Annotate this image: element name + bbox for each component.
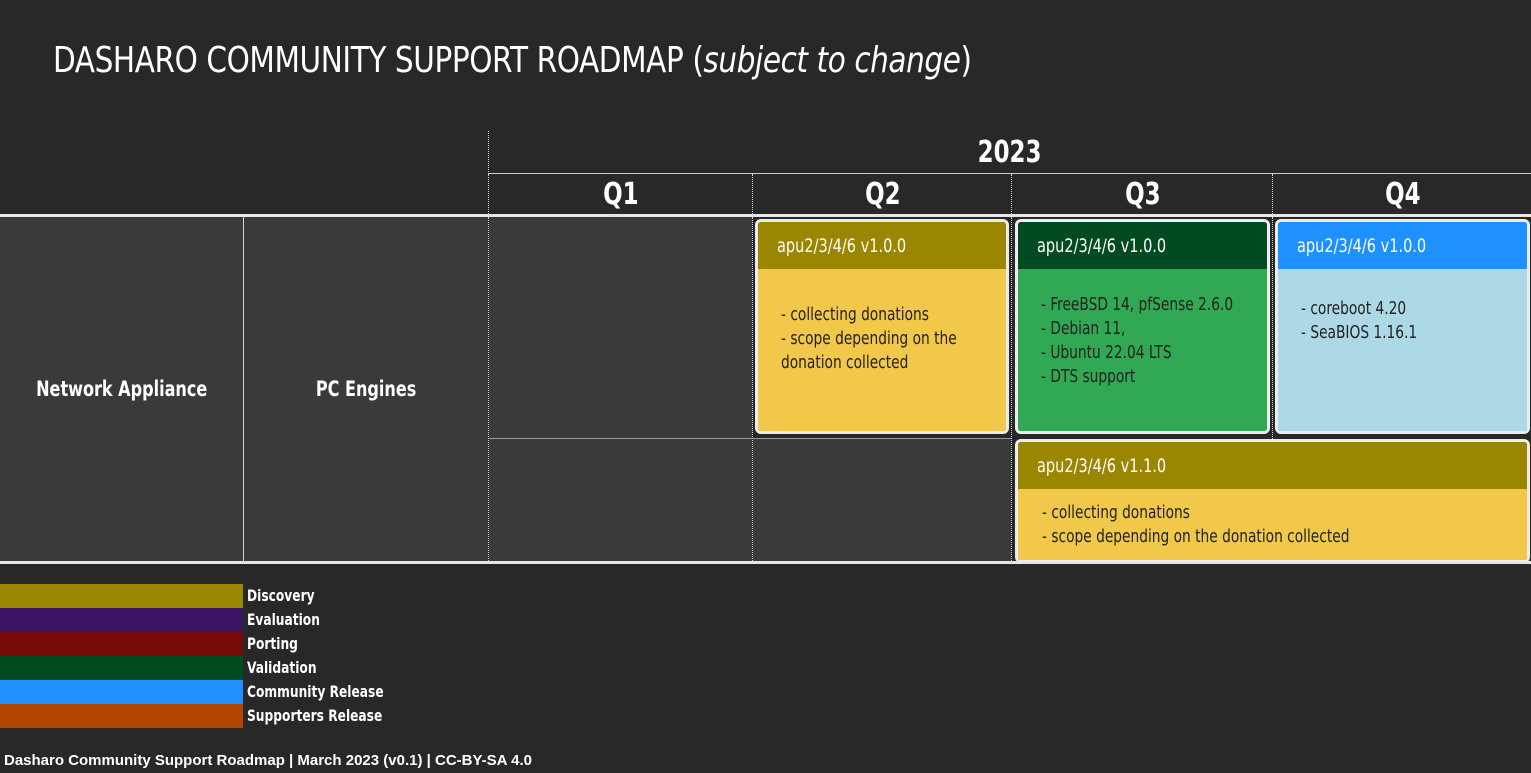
legend-label-validation: Validation	[247, 658, 317, 677]
grid-divider-q3	[1011, 217, 1012, 561]
legend-label-evaluation: Evaluation	[247, 610, 320, 629]
roadmap-card-q4-v100[interactable]: apu2/3/4/6 v1.0.0 - coreboot 4.20 - SeaB…	[1275, 219, 1530, 434]
legend-swatch-community-release	[0, 680, 243, 704]
legend-swatch-supporters-release	[0, 704, 243, 728]
grid-cell-q1-top	[489, 217, 752, 438]
year-header: 2023	[488, 131, 1531, 174]
grid-cell-q1-bottom	[489, 439, 752, 561]
grid-divider-q1	[488, 217, 489, 561]
legend-swatch-discovery	[0, 584, 243, 608]
legend-label-supporters-release: Supporters Release	[247, 706, 383, 725]
card-header: apu2/3/4/6 v1.0.0	[758, 222, 1006, 269]
card-body: - FreeBSD 14, pfSense 2.6.0 - Debian 11,…	[1018, 269, 1267, 431]
quarter-header-q1: Q1	[488, 174, 753, 214]
grid-row-divider	[489, 438, 1012, 439]
legend-label-community-release: Community Release	[247, 682, 384, 701]
quarter-header-q2: Q2	[752, 174, 1012, 214]
legend-swatch-evaluation	[0, 608, 243, 632]
grid-divider-q2	[752, 217, 753, 561]
page-title: DASHARO COMMUNITY SUPPORT ROADMAP (subje…	[53, 40, 972, 81]
card-header: apu2/3/4/6 v1.0.0	[1018, 222, 1267, 269]
legend-swatch-porting	[0, 632, 243, 656]
legend-label-discovery: Discovery	[247, 586, 315, 605]
card-header: apu2/3/4/6 v1.0.0	[1278, 222, 1527, 269]
row-vendor-label: PC Engines	[244, 217, 488, 561]
card-body: - coreboot 4.20 - SeaBIOS 1.16.1	[1278, 269, 1527, 431]
card-body: - collecting donations - scope depending…	[758, 269, 1006, 431]
quarter-header-q4: Q4	[1272, 174, 1531, 214]
legend-swatch-validation	[0, 656, 243, 680]
table-bottom-border	[0, 561, 1531, 564]
roadmap-card-q3-v100[interactable]: apu2/3/4/6 v1.0.0 - FreeBSD 14, pfSense …	[1015, 219, 1270, 434]
grid-cell-q2-bottom	[753, 439, 1011, 561]
quarter-header-q3: Q3	[1011, 174, 1273, 214]
row-label-divider	[243, 217, 244, 561]
card-header: apu2/3/4/6 v1.1.0	[1018, 442, 1527, 489]
legend-label-porting: Porting	[247, 634, 298, 653]
grid-divider-q4	[1272, 217, 1273, 439]
roadmap-card-q3q4-v110[interactable]: apu2/3/4/6 v1.1.0 - collecting donations…	[1015, 439, 1530, 563]
card-body: - collecting donations - scope depending…	[1018, 489, 1527, 560]
table-top-border	[0, 214, 1531, 217]
footer-text: Dasharo Community Support Roadmap | Marc…	[4, 752, 532, 769]
row-category-label: Network Appliance	[0, 217, 243, 561]
roadmap-card-q2-v100[interactable]: apu2/3/4/6 v1.0.0 - collecting donations…	[755, 219, 1009, 434]
